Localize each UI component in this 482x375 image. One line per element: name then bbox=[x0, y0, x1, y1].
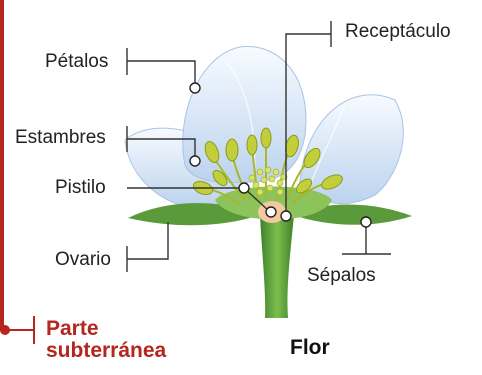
petal-vein bbox=[224, 59, 256, 171]
label-receptaculo: Receptáculo bbox=[345, 21, 451, 42]
label-pistilo: Pistilo bbox=[55, 177, 106, 198]
label-estambres: Estambres bbox=[15, 127, 106, 148]
petal-right bbox=[299, 94, 404, 205]
stem bbox=[260, 215, 294, 318]
anthers bbox=[192, 127, 343, 196]
accent-bar bbox=[0, 0, 4, 330]
petal-vein bbox=[309, 104, 346, 186]
section-marker bbox=[0, 316, 35, 344]
section-title: Parte subterránea bbox=[46, 317, 167, 362]
label-ovario: Ovario bbox=[55, 249, 111, 270]
diagram-caption: Flor bbox=[290, 336, 330, 359]
label-sepalos: Sépalos bbox=[307, 265, 376, 286]
label-petalos: Pétalos bbox=[45, 51, 109, 72]
leader-lines bbox=[126, 21, 391, 272]
petal-center bbox=[182, 46, 307, 184]
leader-markers bbox=[189, 82, 372, 228]
